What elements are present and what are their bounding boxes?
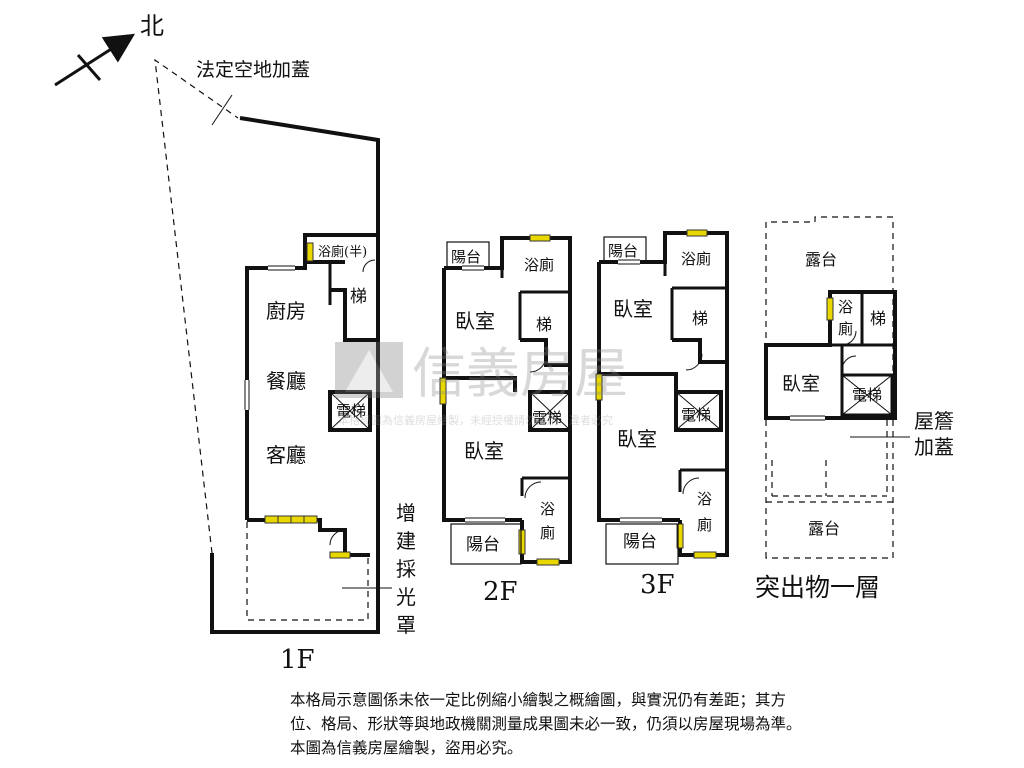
floor-label-roof: 突出物一層 (755, 573, 880, 602)
room-balcony-bottom-3f: 陽台 (623, 532, 657, 552)
roof-terrace-outline (765, 216, 894, 559)
room-bath-top-2f: 浴廁 (524, 256, 554, 274)
north-label: 北 (140, 12, 164, 40)
eaves-cover-label: 屋簷加蓋 (914, 409, 954, 459)
elevator-shaft-1f (328, 390, 372, 432)
disclaimer-line-1: 本格局示意圖係未依一定比例縮小繪製之概繪圖，與實況仍有差距；其方 (290, 691, 787, 709)
room-stairs-1f: 梯 (350, 287, 367, 307)
room-balcony-top-2f: 陽台 (451, 248, 481, 266)
watermark-logo-icon (335, 342, 403, 398)
open-space-leader (211, 94, 233, 126)
elevator-shaft-3f (674, 390, 723, 432)
site-wall (210, 116, 380, 634)
elevator-shaft-2f (528, 390, 572, 432)
watermark-notice: 本格局圖為信義房屋繪製，未經授權請勿盜用，違者必究 (338, 413, 613, 427)
room-elevator-roof: 電梯 (852, 386, 882, 404)
balcony-bottom-2f (450, 523, 522, 565)
room-bedroom-roof: 臥室 (782, 373, 820, 395)
legal-open-space-boundary (154, 58, 239, 554)
room-kitchen-1f: 廚房 (266, 299, 306, 323)
room-elevator-1f: 電梯 (336, 402, 366, 420)
floor-label-2f: 2F (483, 577, 518, 607)
room-stairs-2f: 梯 (536, 315, 552, 334)
watermark-brand: 信義房屋 (412, 342, 628, 405)
floor-roof: 露台 浴廁 梯 臥室 電梯 露台 突出物一層 屋簷加蓋 (755, 216, 954, 602)
room-bath-bottom-3f: 浴廁 (697, 490, 712, 534)
floor-1f: 浴廁(半) 梯 廚房 餐廳 客廳 電梯 1F 法定空地加蓋 增建採光罩 (154, 58, 416, 675)
room-bedroom-top-3f: 臥室 (613, 297, 653, 321)
floor-label-1f: 1F (280, 645, 315, 675)
room-stairs-roof: 梯 (870, 309, 886, 328)
room-elevator-2f: 電梯 (532, 409, 562, 427)
floor-2f: 陽台 浴廁 臥室 梯 電梯 臥室 浴廁 陽台 2F (439, 234, 572, 607)
disclaimer-text: 本格局示意圖係未依一定比例縮小繪製之概繪圖，與實況仍有差距；其方 位、格局、形狀… (290, 688, 950, 760)
skylight-cover-label: 增建採光罩 (396, 501, 416, 637)
watermark: 信義房屋 本格局圖為信義房屋繪製，未經授權請勿盜用，違者必究 (335, 342, 628, 427)
balcony-bottom-3f (605, 523, 679, 565)
floor-3f: 陽台 浴廁 臥室 梯 電梯 臥室 浴廁 陽台 3F (595, 229, 729, 600)
room-bedroom-top-2f: 臥室 (455, 309, 495, 333)
building-wall (245, 233, 378, 520)
disclaimer-line-3: 本圖為信義房屋繪製，盜用必究。 (290, 739, 523, 757)
room-stairs-3f: 梯 (692, 309, 708, 328)
disclaimer-line-2: 位、格局、形狀等與地政機關測量成果圖未必一致，仍須以房屋現場為準。 (290, 715, 802, 733)
room-bath-bottom-2f: 浴廁 (540, 500, 555, 542)
room-balcony-top-3f: 陽台 (608, 242, 638, 260)
room-bedroom-bottom-2f: 臥室 (464, 439, 504, 463)
floor-label-3f: 3F (640, 570, 675, 600)
room-bedroom-bottom-3f: 臥室 (617, 427, 657, 451)
room-bath-half-1f: 浴廁(半) (318, 244, 367, 260)
room-living-1f: 客廳 (266, 443, 306, 467)
room-terrace-top-roof: 露台 (805, 250, 837, 269)
room-balcony-bottom-2f: 陽台 (466, 535, 500, 555)
room-bath-roof: 浴廁 (838, 298, 853, 338)
elevator-shaft-roof (840, 373, 894, 417)
legal-open-space-label: 法定空地加蓋 (196, 59, 310, 81)
room-elevator-3f: 電梯 (681, 406, 711, 424)
room-terrace-bottom-roof: 露台 (808, 519, 840, 538)
north-compass: 北 (54, 12, 164, 87)
room-dining-1f: 餐廳 (266, 369, 306, 393)
room-bath-top-3f: 浴廁 (681, 250, 711, 268)
skylight-cover-outline (246, 522, 369, 621)
